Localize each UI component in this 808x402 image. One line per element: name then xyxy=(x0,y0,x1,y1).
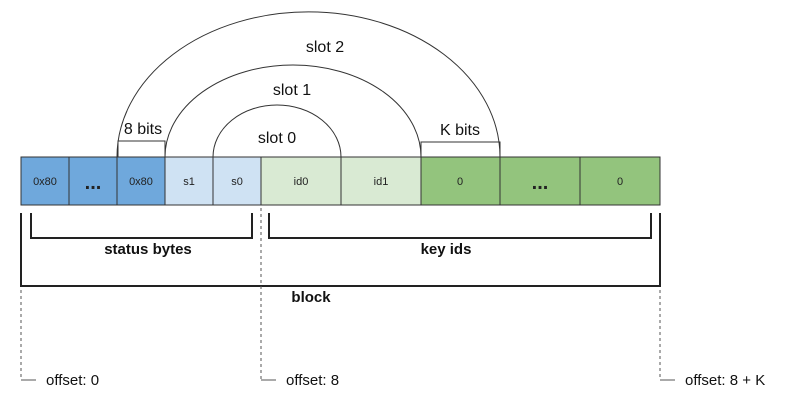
bits8-bracket xyxy=(117,140,166,157)
cell-0x80-second-label: 0x80 xyxy=(129,176,153,188)
cells-row: 0x80 ... 0x80 s1 s0 id0 id1 0 ... 0 xyxy=(20,156,661,206)
key-ids-brace xyxy=(268,213,652,239)
bits8-label: 8 bits xyxy=(124,121,162,138)
cell-id0-label: id0 xyxy=(294,176,309,188)
cell-zero-last-label: 0 xyxy=(617,176,623,188)
status-bytes-brace xyxy=(30,213,253,239)
cell-s1 xyxy=(164,156,214,206)
offset-8k-label: offset: 8 + K xyxy=(685,372,765,389)
kbits-label: K bits xyxy=(440,122,480,139)
cell-zero-last xyxy=(579,156,661,206)
block-brace xyxy=(20,213,661,287)
cell-s0-label: s0 xyxy=(231,176,243,188)
cell-0x80-first xyxy=(20,156,70,206)
cell-dots-green xyxy=(499,156,581,206)
offset-0-label: offset: 0 xyxy=(46,372,99,389)
cell-0x80-second xyxy=(116,156,166,206)
slot-2-label: slot 2 xyxy=(306,39,344,56)
slot-1-label: slot 1 xyxy=(273,82,311,99)
kbits-bracket xyxy=(420,141,501,157)
slot-1-arc xyxy=(164,64,422,158)
cell-zero-first xyxy=(420,156,501,206)
cell-0x80-first-label: 0x80 xyxy=(33,176,57,188)
cell-s1-label: s1 xyxy=(183,176,195,188)
block-label: block xyxy=(291,289,331,306)
slot-0-arc xyxy=(212,104,342,158)
slot-0-label: slot 0 xyxy=(258,130,296,147)
cell-s0 xyxy=(212,156,262,206)
status-bytes-label: status bytes xyxy=(104,241,192,258)
cell-id0 xyxy=(260,156,342,206)
key-ids-label: key ids xyxy=(421,241,472,258)
cell-id1-label: id1 xyxy=(374,176,389,188)
cell-dots-blue-label: ... xyxy=(85,172,102,194)
cell-zero-first-label: 0 xyxy=(457,176,463,188)
offset-8-label: offset: 8 xyxy=(286,372,339,389)
cell-dots-green-label: ... xyxy=(532,172,549,194)
slot-2-arc xyxy=(116,11,501,158)
cell-dots-blue xyxy=(68,156,118,206)
